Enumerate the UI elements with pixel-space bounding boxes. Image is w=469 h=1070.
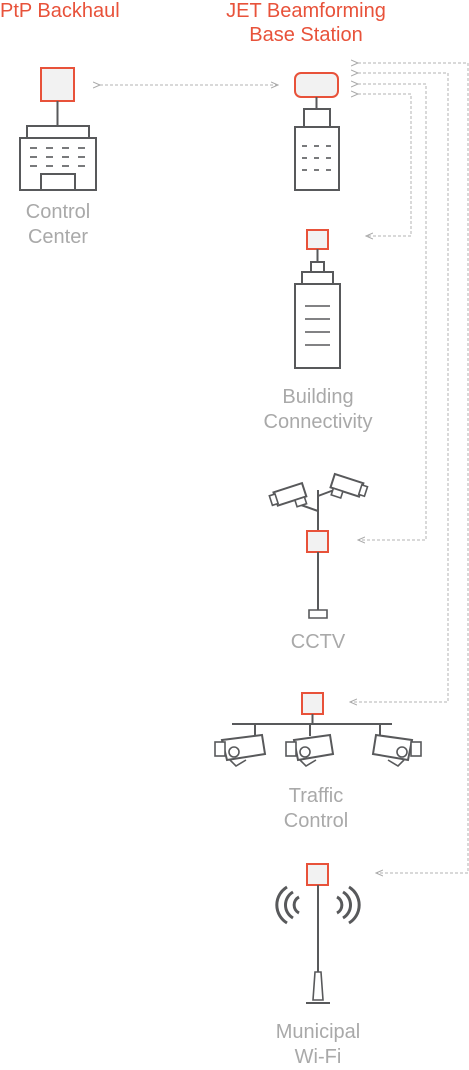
link-lines	[100, 63, 469, 873]
control-center-icon	[19, 67, 97, 191]
traffic-control-label: Traffic Control	[283, 785, 349, 832]
building-connectivity-label: Building Connectivity	[263, 386, 373, 433]
wifi-pole-icon	[275, 863, 361, 1004]
building-icon	[294, 229, 341, 369]
cctv-link	[358, 84, 427, 540]
cctv-icon	[268, 472, 369, 619]
traffic-camera-icon	[214, 692, 422, 768]
control-center-label: Control Center	[25, 201, 91, 248]
cctv-label: CCTV	[290, 631, 346, 653]
base-station-icon	[294, 72, 340, 191]
wifi-link	[358, 63, 469, 873]
building-link	[358, 94, 412, 236]
jet-base-station-title: JET Beamforming Base Station	[226, 0, 386, 46]
traffic-link	[350, 73, 449, 702]
municipal-wifi-label: Municipal Wi-Fi	[275, 1021, 361, 1068]
ptp-backhaul-title: PtP Backhaul	[0, 0, 120, 22]
